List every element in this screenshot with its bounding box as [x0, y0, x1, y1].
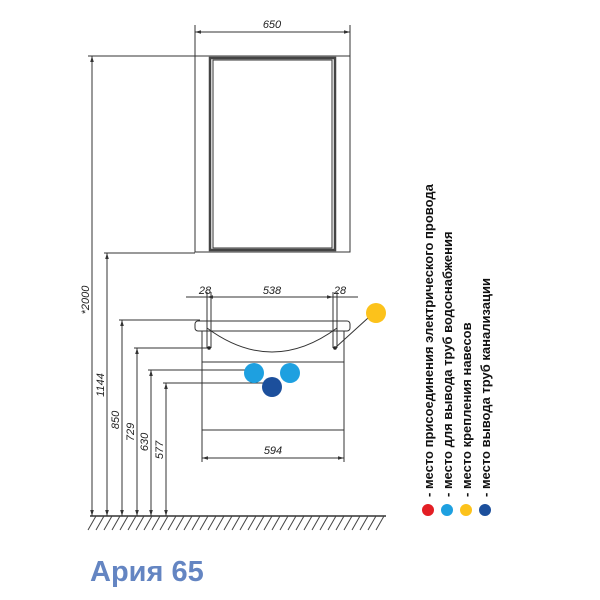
floor-hatch [247, 515, 257, 531]
dim-538: 538 [263, 285, 282, 297]
legend-swatch-drain [479, 504, 491, 516]
floor-hatch [151, 515, 161, 531]
floor-hatch [215, 515, 225, 531]
floor-hatch [311, 515, 321, 531]
floor-hatch [183, 515, 193, 531]
floor-hatch [95, 515, 105, 531]
mirror-width-dimension: 650 [194, 19, 351, 56]
floor-hatch [359, 515, 369, 531]
dim-729: 729 [125, 423, 137, 441]
floor-hatch [135, 515, 145, 531]
floor-hatch [143, 515, 153, 531]
legend-swatch-water [441, 504, 453, 516]
water-supply-marker-left [244, 363, 264, 383]
floor-hatch [167, 515, 177, 531]
floor-hatch [255, 515, 265, 531]
legend-label-drain: - место вывода труб канализации [478, 278, 493, 497]
floor-hatch [279, 515, 289, 531]
floor-hatch [119, 515, 129, 531]
floor-hatch [343, 515, 353, 531]
sink-cabinet [194, 292, 369, 431]
dim-28-right: 28 [333, 285, 347, 297]
dim-1144: 1144 [95, 373, 107, 397]
dim-28-left: 28 [198, 285, 212, 297]
top-dimensions: 28 538 28 [186, 285, 358, 299]
floor-hatch [295, 515, 305, 531]
floor-hatch [191, 515, 201, 531]
floor-hatch [367, 515, 377, 531]
floor-hatch [335, 515, 345, 531]
dim-650: 650 [263, 19, 282, 31]
floor-hatch [159, 515, 169, 531]
dim-594: 594 [264, 445, 282, 457]
legend-label-hanger: - место крепления навесов [459, 322, 474, 497]
mirror [194, 55, 351, 253]
legend-label-water: - место для вывода труб водоснабжения [440, 231, 455, 497]
floor-hatch [231, 515, 241, 531]
floor-hatch [303, 515, 313, 531]
floor-hatch [111, 515, 121, 531]
floor [87, 515, 386, 531]
floor-hatch [199, 515, 209, 531]
hanger-mount-marker [366, 303, 386, 323]
floor-hatch [103, 515, 113, 531]
drain-marker [262, 377, 282, 397]
cabinet-width-dimension: 594 [201, 430, 345, 462]
dim-630: 630 [139, 432, 151, 451]
floor-hatch [127, 515, 137, 531]
floor-hatch [351, 515, 361, 531]
dim-577: 577 [154, 440, 166, 459]
floor-hatch [327, 515, 337, 531]
legend-swatch-electric [422, 504, 434, 516]
vertical-dimensions: *2000 1144 850 729 630 577 [80, 55, 268, 516]
legend-swatch-hanger [460, 504, 472, 516]
floor-hatch [263, 515, 273, 531]
water-supply-marker-right [280, 363, 300, 383]
floor-hatch [319, 515, 329, 531]
legend-label-electric: - место присоединения электрического про… [421, 183, 436, 497]
legend: - место присоединения электрического про… [421, 183, 493, 516]
floor-hatch [287, 515, 297, 531]
product-title: Ария 65 [90, 556, 204, 588]
floor-hatch [271, 515, 281, 531]
dim-2000: *2000 [80, 285, 92, 315]
floor-hatch [223, 515, 233, 531]
floor-hatch [207, 515, 217, 531]
floor-hatch [375, 515, 385, 531]
dim-850: 850 [110, 410, 122, 429]
floor-hatch [87, 515, 97, 531]
floor-hatch [175, 515, 185, 531]
floor-hatch [239, 515, 249, 531]
